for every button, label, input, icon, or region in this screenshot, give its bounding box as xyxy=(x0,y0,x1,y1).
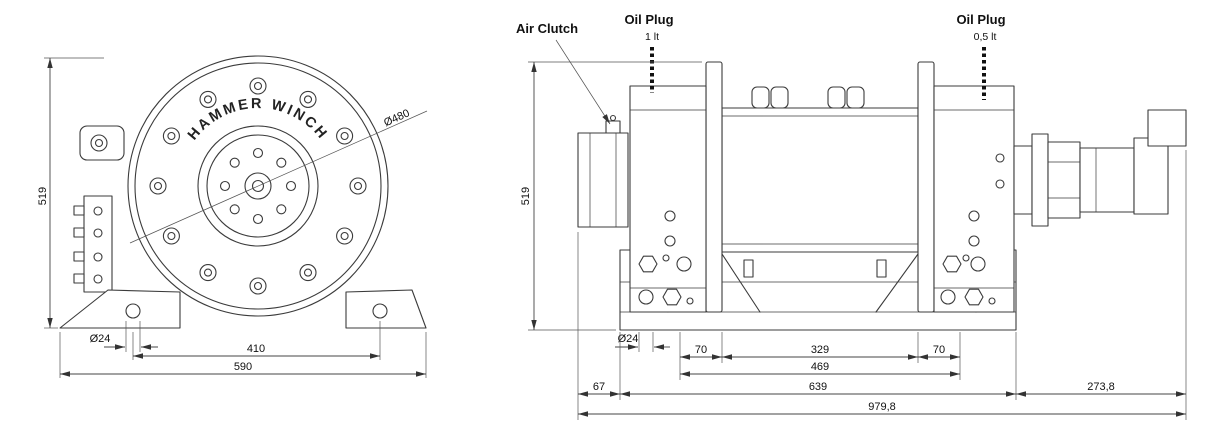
gear-housing xyxy=(933,85,1015,313)
dim-front-hole: Ø24 xyxy=(90,333,111,345)
front-total-width-dim: 590 xyxy=(59,332,427,378)
side-view: Air Clutch Oil Plug 1 lt Oil Plug 0,5 lt… xyxy=(516,12,1187,420)
oil-plug-left-capacity: 1 lt xyxy=(645,31,659,43)
hydraulic-motor xyxy=(1013,109,1187,227)
left-flange xyxy=(705,61,723,313)
air-clutch-callout: Air Clutch xyxy=(516,21,611,125)
dim-motor-length: 273,8 xyxy=(1087,381,1115,393)
side-flange-span-dim: 469 xyxy=(680,361,960,377)
right-flange xyxy=(917,61,935,313)
drum-barrel xyxy=(721,107,919,253)
side-overall-length-dim: 979,8 xyxy=(578,401,1186,417)
dim-base-length: 639 xyxy=(809,381,827,393)
clutch-housing xyxy=(629,85,707,313)
dim-overhang-left: 67 xyxy=(593,381,605,393)
mounting-bracket xyxy=(73,125,125,293)
front-view: HAMMER WINCH Ø480 519 Ø24 410 xyxy=(37,55,428,378)
front-bolt-span-dim: 410 xyxy=(132,321,381,360)
dim-side-height: 519 xyxy=(520,187,532,205)
side-length-dims: 67 639 273,8 xyxy=(577,150,1187,420)
oil-plug-right-capacity: 0,5 lt xyxy=(974,31,997,43)
front-hole-dim: Ø24 xyxy=(90,321,158,352)
dim-flange-span: 469 xyxy=(811,361,829,373)
side-chain-dims: 70 329 70 xyxy=(679,332,961,380)
oil-plug-right-label: Oil Plug xyxy=(956,12,1005,27)
mounting-feet xyxy=(59,289,427,329)
dim-drum-width: 329 xyxy=(811,344,829,356)
dim-front-height: 519 xyxy=(37,187,49,205)
dim-front-width-total: 590 xyxy=(234,361,252,373)
air-clutch-label: Air Clutch xyxy=(516,21,578,36)
dim-side-hole: Ø24 xyxy=(618,333,639,345)
side-hole-dim: Ø24 xyxy=(615,332,670,352)
dim-drum-diameter: Ø480 xyxy=(382,107,411,129)
oil-plug-right-callout: Oil Plug 0,5 lt xyxy=(956,12,1006,100)
base-mounting-holes xyxy=(638,254,996,306)
side-height-dim: 519 xyxy=(520,61,702,331)
dim-flange-left: 70 xyxy=(695,344,707,356)
dim-front-width-inner: 410 xyxy=(247,343,265,355)
oil-plug-left-label: Oil Plug xyxy=(624,12,673,27)
rope-clamps xyxy=(751,86,865,109)
air-clutch-arrow xyxy=(555,39,611,125)
oil-plug-left-callout: Oil Plug 1 lt xyxy=(624,12,674,93)
dim-flange-right: 70 xyxy=(933,344,945,356)
front-height-dim: 519 xyxy=(37,57,104,329)
air-clutch-drum xyxy=(577,114,629,228)
dim-overall-length: 979,8 xyxy=(868,401,896,413)
